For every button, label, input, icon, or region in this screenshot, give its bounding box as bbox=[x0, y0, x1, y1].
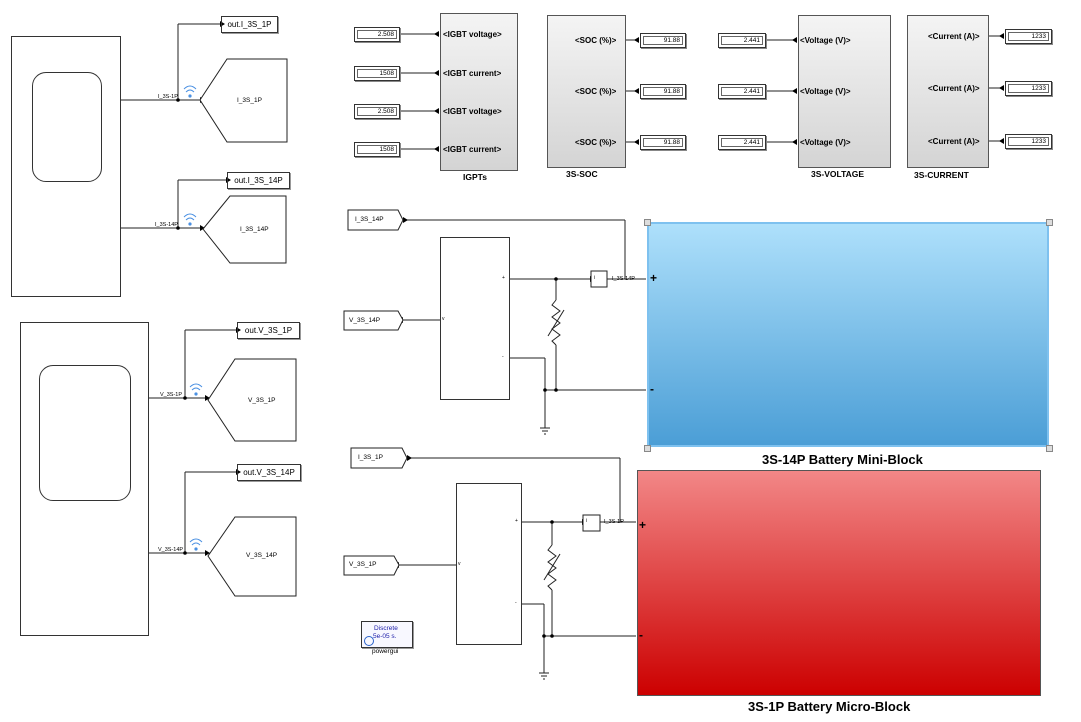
measurement-subsystem-14p[interactable] bbox=[440, 237, 510, 400]
port-v: v bbox=[458, 561, 461, 567]
goto-label[interactable]: I_3S_1P bbox=[237, 97, 262, 104]
port-v: v bbox=[442, 316, 445, 322]
current-display-2[interactable]: 1233 bbox=[1005, 81, 1052, 96]
port-plus: + bbox=[515, 518, 518, 524]
igbt-signal-1: <IGBT voltage> bbox=[443, 30, 502, 39]
igbt-display-1[interactable]: 2.508 bbox=[354, 27, 400, 42]
wire-label: I_3S-1P bbox=[158, 94, 178, 100]
wire-label: I_3S-14P bbox=[612, 276, 635, 282]
goto-label[interactable]: V_3S_14P bbox=[246, 552, 278, 559]
soc-display-1[interactable]: 91.88 bbox=[640, 33, 686, 48]
igbt-display-4[interactable]: 1508 bbox=[354, 142, 400, 157]
goto-label[interactable]: I_3S_14P bbox=[240, 226, 269, 233]
wire-label: V_3S-1P bbox=[160, 392, 183, 398]
current-signal-3: <Current (A)> bbox=[928, 137, 980, 146]
outport-i-3s-1p[interactable]: out.I_3S_1P bbox=[221, 16, 278, 33]
sensor-i: i bbox=[586, 518, 588, 524]
current-signal-2: <Current (A)> bbox=[928, 84, 980, 93]
port-minus: - bbox=[515, 600, 517, 606]
voltage-bus-selector[interactable] bbox=[798, 15, 891, 168]
voltage-signal-1: <Voltage (V)> bbox=[800, 36, 851, 45]
voltage-display-2[interactable]: 2.441 bbox=[718, 84, 766, 99]
current-block-label: 3S-CURRENT bbox=[914, 170, 969, 180]
measurement-subsystem-1p[interactable] bbox=[456, 483, 522, 645]
from-tag-i-3s-14p[interactable]: I_3S_14P bbox=[355, 216, 384, 223]
battery-title-1p: 3S-1P Battery Micro-Block bbox=[748, 699, 911, 714]
port-plus: + bbox=[502, 275, 505, 281]
battery-block-1p[interactable] bbox=[637, 470, 1041, 696]
scope-voltage[interactable] bbox=[20, 322, 149, 636]
sensor-i: i bbox=[594, 275, 596, 281]
resize-handle[interactable] bbox=[644, 445, 651, 452]
battery-title-14p: 3S-14P Battery Mini-Block bbox=[762, 452, 923, 467]
voltage-signal-3: <Voltage (V)> bbox=[800, 138, 851, 147]
igbt-display-2[interactable]: 1508 bbox=[354, 66, 400, 81]
voltage-block-label: 3S-VOLTAGE bbox=[811, 169, 865, 179]
resize-handle[interactable] bbox=[644, 219, 651, 226]
current-signal-1: <Current (A)> bbox=[928, 32, 980, 41]
outport-v-3s-14p[interactable]: out.V_3S_14P bbox=[237, 464, 301, 481]
soc-block-label: 3S-SOC bbox=[566, 169, 598, 179]
soc-bus-selector[interactable] bbox=[547, 15, 626, 168]
resize-handle[interactable] bbox=[1046, 445, 1053, 452]
from-tag-i-3s-1p[interactable]: I_3S_1P bbox=[358, 454, 383, 461]
wire-label: V_3S-14P bbox=[158, 547, 184, 553]
voltage-display-1[interactable]: 2.441 bbox=[718, 33, 766, 48]
soc-signal-1: <SOC (%)> bbox=[575, 36, 617, 45]
port-minus: - bbox=[502, 354, 504, 360]
igbt-signal-4: <IGBT current> bbox=[443, 145, 502, 154]
scope-current[interactable] bbox=[11, 36, 121, 297]
current-bus-selector[interactable] bbox=[907, 15, 989, 168]
voltage-signal-2: <Voltage (V)> bbox=[800, 87, 851, 96]
from-tag-v-3s-1p[interactable]: V_3S_1P bbox=[349, 561, 377, 568]
soc-signal-2: <SOC (%)> bbox=[575, 87, 617, 96]
from-tag-v-3s-14p[interactable]: V_3S_14P bbox=[349, 317, 381, 324]
outport-v-3s-1p[interactable]: out.V_3S_1P bbox=[237, 322, 300, 339]
goto-label[interactable]: V_3S_1P bbox=[248, 397, 276, 404]
igbt-bus-selector[interactable] bbox=[440, 13, 518, 171]
wire-label: I_3S-14P bbox=[155, 222, 178, 228]
igbt-signal-3: <IGBT voltage> bbox=[443, 107, 502, 116]
battery-minus-terminal: - bbox=[650, 382, 654, 396]
powergui-icon bbox=[364, 636, 374, 646]
wire-label: I_3S-1P bbox=[604, 519, 624, 525]
voltage-display-3[interactable]: 2.441 bbox=[718, 135, 766, 150]
outport-i-3s-14p[interactable]: out.I_3S_14P bbox=[227, 172, 290, 189]
powergui-block[interactable]: Discrete 5e-05 s. bbox=[361, 621, 413, 648]
powergui-mode: Discrete bbox=[374, 625, 398, 632]
powergui-label: powergui bbox=[372, 648, 399, 655]
igbt-display-3[interactable]: 2.508 bbox=[354, 104, 400, 119]
powergui-step: 5e-05 s. bbox=[373, 633, 397, 640]
soc-display-2[interactable]: 91.88 bbox=[640, 84, 686, 99]
battery-block-14p[interactable] bbox=[647, 222, 1049, 447]
current-display-3[interactable]: 1233 bbox=[1005, 134, 1052, 149]
current-display-1[interactable]: 1233 bbox=[1005, 29, 1052, 44]
soc-display-3[interactable]: 91.88 bbox=[640, 135, 686, 150]
soc-signal-3: <SOC (%)> bbox=[575, 138, 617, 147]
resize-handle[interactable] bbox=[1046, 219, 1053, 226]
battery-plus-terminal: + bbox=[650, 271, 658, 285]
battery-plus-terminal: + bbox=[639, 518, 647, 532]
igbt-block-label: IGPTs bbox=[463, 172, 487, 182]
igbt-signal-2: <IGBT current> bbox=[443, 69, 502, 78]
scope-screen bbox=[32, 72, 102, 182]
scope-screen bbox=[39, 365, 131, 501]
battery-minus-terminal: - bbox=[639, 628, 643, 642]
